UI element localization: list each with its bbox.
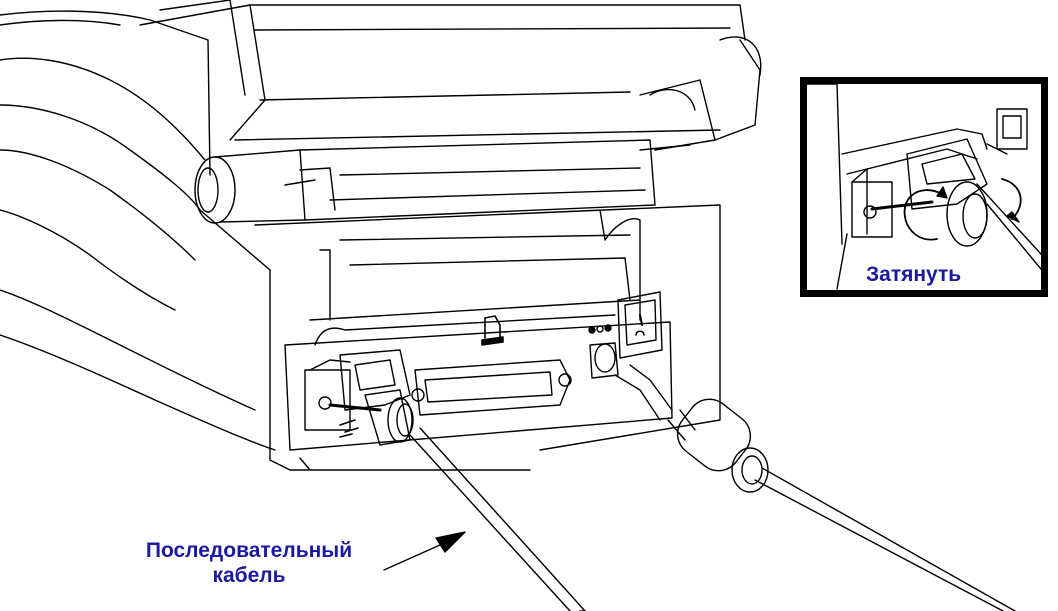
inset-illustration [807, 84, 1041, 290]
parallel-port [411, 359, 572, 416]
serial-cable-label: Последовательный кабель [104, 538, 394, 588]
tighten-inset: Затянуть [800, 77, 1048, 297]
serial-connector [304, 349, 414, 446]
tighten-label: Затянуть [863, 263, 965, 287]
power-cable [614, 364, 1016, 611]
printer-body [0, 0, 762, 471]
printer-icon [481, 315, 504, 346]
power-jack [588, 324, 619, 379]
power-switch [617, 291, 663, 359]
callout-arrow [383, 531, 466, 571]
serial-cable-label-line2: кабель [212, 564, 286, 587]
usb-icon [339, 419, 359, 438]
serial-cable-label-line1: Последовательный [145, 539, 353, 562]
serial-cable [409, 427, 586, 611]
